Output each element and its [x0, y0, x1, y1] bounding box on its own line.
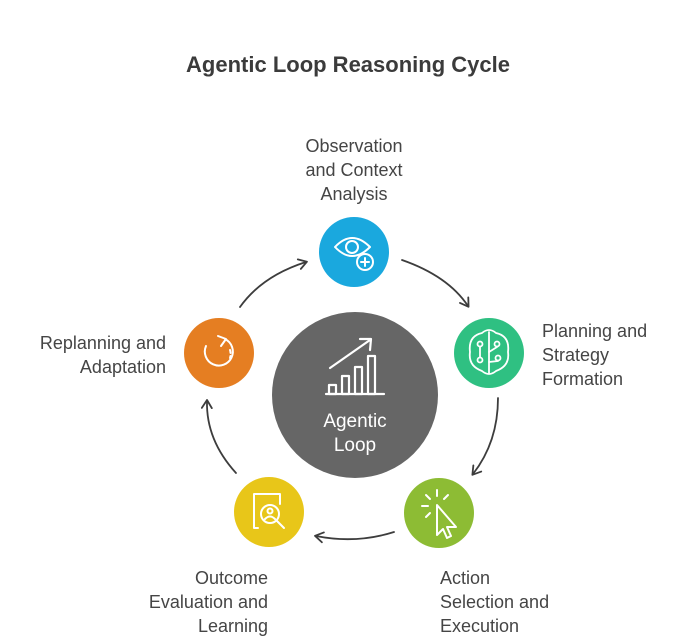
- label-observation-line: Analysis: [320, 184, 388, 204]
- label-action-line: Execution: [440, 616, 520, 636]
- diagram-title: Agentic Loop Reasoning Cycle: [186, 52, 510, 77]
- growth-chart-icon: [324, 337, 386, 396]
- label-outcome: Outcome Evaluation and Learning: [118, 566, 268, 638]
- node-outcome-circle: [234, 477, 304, 547]
- search-document-icon: [253, 493, 285, 529]
- arrow-action-to-outcome: [314, 531, 395, 544]
- center-label-line1: Agentic: [323, 411, 386, 432]
- label-planning-line: Formation: [542, 369, 624, 389]
- label-observation-line: Observation: [305, 136, 403, 156]
- label-planning: Planning and Strategy Formation: [542, 319, 647, 391]
- center-node: Agentic Loop: [272, 312, 438, 478]
- label-observation: Observation and Context Analysis: [282, 134, 426, 206]
- eye-plus-icon: [334, 237, 374, 271]
- label-planning-line: Strategy: [542, 345, 610, 365]
- node-replanning-circle: [184, 318, 254, 388]
- node-action-circle: [404, 478, 474, 548]
- node-replanning: [184, 318, 254, 388]
- refresh-icon: [203, 335, 234, 367]
- label-outcome-line: Learning: [197, 616, 268, 636]
- node-outcome: [234, 477, 304, 547]
- brain-circuit-icon: [468, 329, 510, 375]
- label-outcome-line: Evaluation and: [148, 592, 268, 612]
- node-action: [404, 478, 474, 548]
- label-action-line: Selection and: [440, 592, 550, 612]
- label-planning-line: Planning and: [542, 321, 648, 341]
- label-observation-line: and Context: [305, 160, 403, 180]
- label-replanning-line: Replanning and: [39, 333, 166, 353]
- label-action-line: Action: [440, 568, 491, 588]
- cursor-click-icon: [421, 489, 457, 539]
- node-planning: [454, 318, 524, 388]
- label-action: Action Selection and Execution: [440, 566, 549, 638]
- arrow-replanning-to-observation: [239, 258, 308, 308]
- node-observation: [319, 217, 389, 287]
- arrow-observation-to-planning: [401, 259, 470, 308]
- arrow-planning-to-action: [471, 397, 499, 476]
- label-replanning-line: Adaptation: [79, 357, 166, 377]
- label-replanning: Replanning and Adaptation: [10, 331, 166, 379]
- cycle-arrows: [200, 258, 499, 544]
- arrow-outcome-to-replanning: [200, 399, 237, 474]
- center-label-line2: Loop: [334, 435, 376, 456]
- label-outcome-line: Outcome: [194, 568, 268, 588]
